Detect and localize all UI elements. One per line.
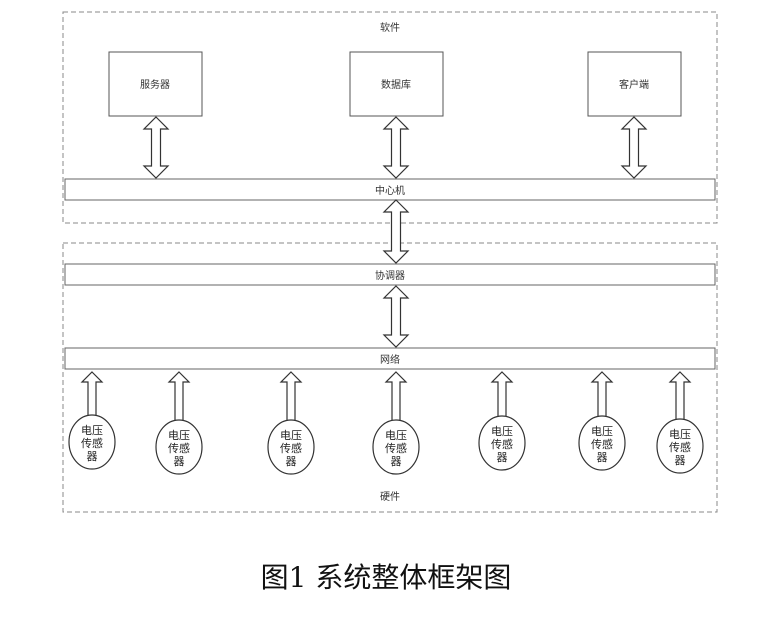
sensor-label-line3: 器	[497, 451, 508, 464]
sensor-label-line2: 传感	[591, 438, 613, 451]
sensor-circle	[155, 419, 203, 475]
hardware-group-border	[62, 242, 718, 513]
sensor-label-line2: 传感	[168, 442, 190, 455]
center-bar: 中心机	[64, 178, 716, 201]
sensor-label-line2: 传感	[81, 437, 103, 450]
sensor-label-line3: 器	[391, 455, 402, 468]
center-label: 中心机	[375, 184, 405, 197]
software-group-border	[62, 11, 718, 224]
network-bar: 网络	[64, 347, 716, 370]
sensor-label-line1: 电压	[491, 425, 513, 438]
server-center-arrow	[142, 116, 170, 179]
server-label: 服务器	[140, 78, 170, 91]
sensor-label-line2: 传感	[280, 442, 302, 455]
sensor-up-arrow-3	[279, 371, 303, 422]
sensor-up-arrow-5	[490, 371, 514, 418]
software-group-label: 软件	[380, 21, 400, 34]
database-node: 数据库	[349, 51, 444, 117]
sensor-up-arrow-7	[668, 371, 692, 421]
network-label: 网络	[380, 353, 400, 366]
sensor-label-line1: 电压	[168, 429, 190, 442]
sensor-label-line2: 传感	[669, 441, 691, 454]
sensor-label-line1: 电压	[385, 429, 407, 442]
sensor-label-line3: 器	[597, 451, 608, 464]
sensor-label-line1: 电压	[669, 428, 691, 441]
sensor-label-line1: 电压	[81, 424, 103, 437]
sensor-up-arrow-2	[167, 371, 191, 422]
sensor-label-line3: 器	[675, 454, 686, 467]
sensor-label-line1: 电压	[280, 429, 302, 442]
coordinator-bar: 协调器	[64, 263, 716, 286]
database-center-arrow	[382, 116, 410, 179]
sensor-up-arrow-4	[384, 371, 408, 422]
sensor-up-arrow-1	[80, 371, 104, 417]
server-node: 服务器	[108, 51, 203, 117]
client-center-arrow	[620, 116, 648, 179]
hardware-group-label: 硬件	[380, 491, 400, 503]
center-coordinator-arrow	[382, 199, 410, 264]
sensor-circle	[656, 418, 704, 474]
sensor-label-line3: 器	[286, 455, 297, 468]
sensor-label-line3: 器	[87, 450, 98, 463]
database-label: 数据库	[381, 78, 411, 91]
sensor-circle	[68, 414, 116, 470]
figure-caption: 图1 系统整体框架图	[261, 561, 512, 594]
sensor-circle	[578, 415, 626, 471]
sensor-circle	[372, 419, 420, 475]
sensor-label-line1: 电压	[591, 425, 613, 438]
sensor-up-arrow-6	[590, 371, 614, 418]
sensor-label-line2: 传感	[491, 438, 513, 451]
client-node: 客户端	[587, 51, 682, 117]
coordinator-label: 协调器	[375, 269, 405, 282]
sensor-circle	[478, 415, 526, 471]
sensor-circle	[267, 419, 315, 475]
coordinator-network-arrow	[382, 285, 410, 348]
client-label: 客户端	[619, 78, 649, 91]
sensor-label-line2: 传感	[385, 442, 407, 455]
sensor-label-line3: 器	[174, 455, 185, 468]
